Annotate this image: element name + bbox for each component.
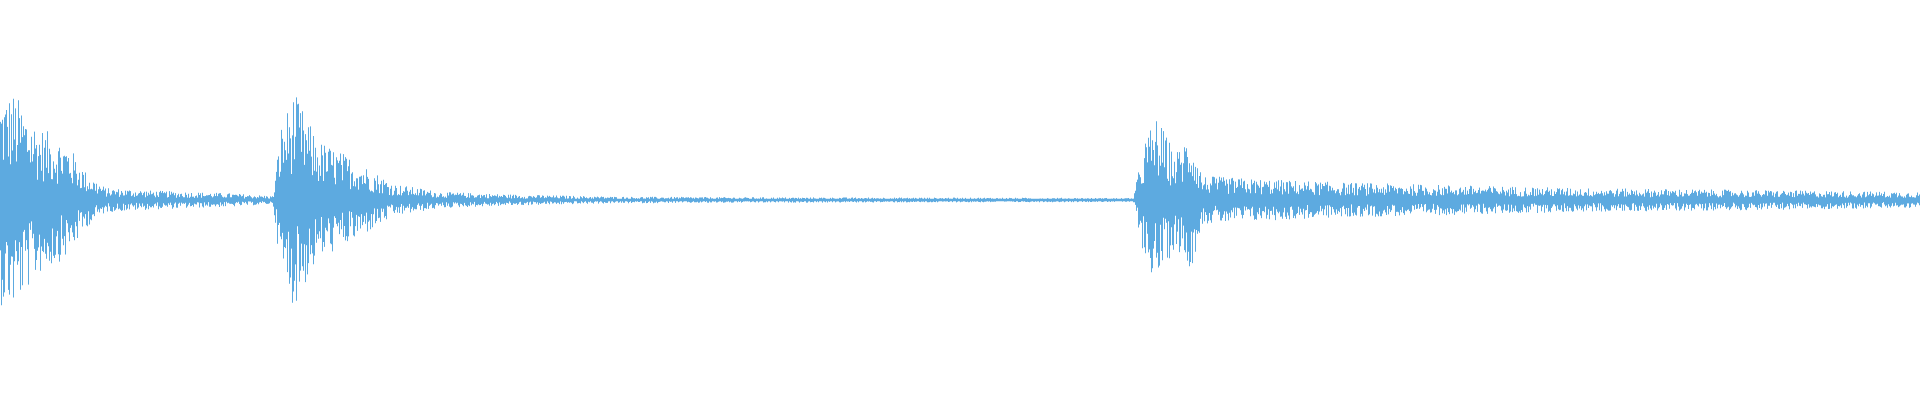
waveform-trace bbox=[0, 97, 1920, 306]
